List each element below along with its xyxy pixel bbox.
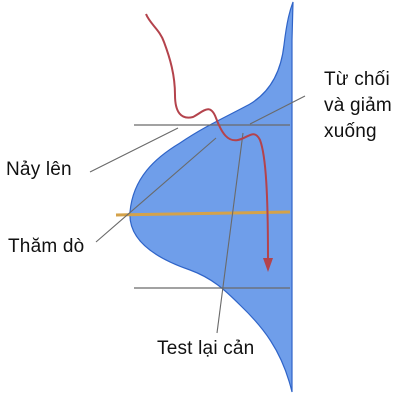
label-bounce: Nảy lên bbox=[6, 159, 72, 180]
price-path bbox=[145, 13, 269, 261]
pointer-retest bbox=[216, 132, 244, 334]
pointer-probe bbox=[95, 137, 217, 243]
volume-distribution-shape bbox=[129, 1, 294, 393]
price-arrowhead bbox=[263, 258, 273, 272]
label-retest-resistance: Test lại cản bbox=[157, 338, 255, 359]
pointer-bounce bbox=[89, 127, 179, 173]
pointer-reject bbox=[249, 95, 306, 125]
poc-line bbox=[115, 210, 291, 217]
label-reject-line2: và giảm bbox=[324, 95, 392, 116]
label-probe: Thăm dò bbox=[8, 236, 85, 257]
label-reject-and-drop: Từ chối và giảm xuống bbox=[324, 67, 392, 145]
label-reject-line3: xuống bbox=[324, 121, 377, 142]
label-reject-line1: Từ chối bbox=[324, 69, 390, 90]
